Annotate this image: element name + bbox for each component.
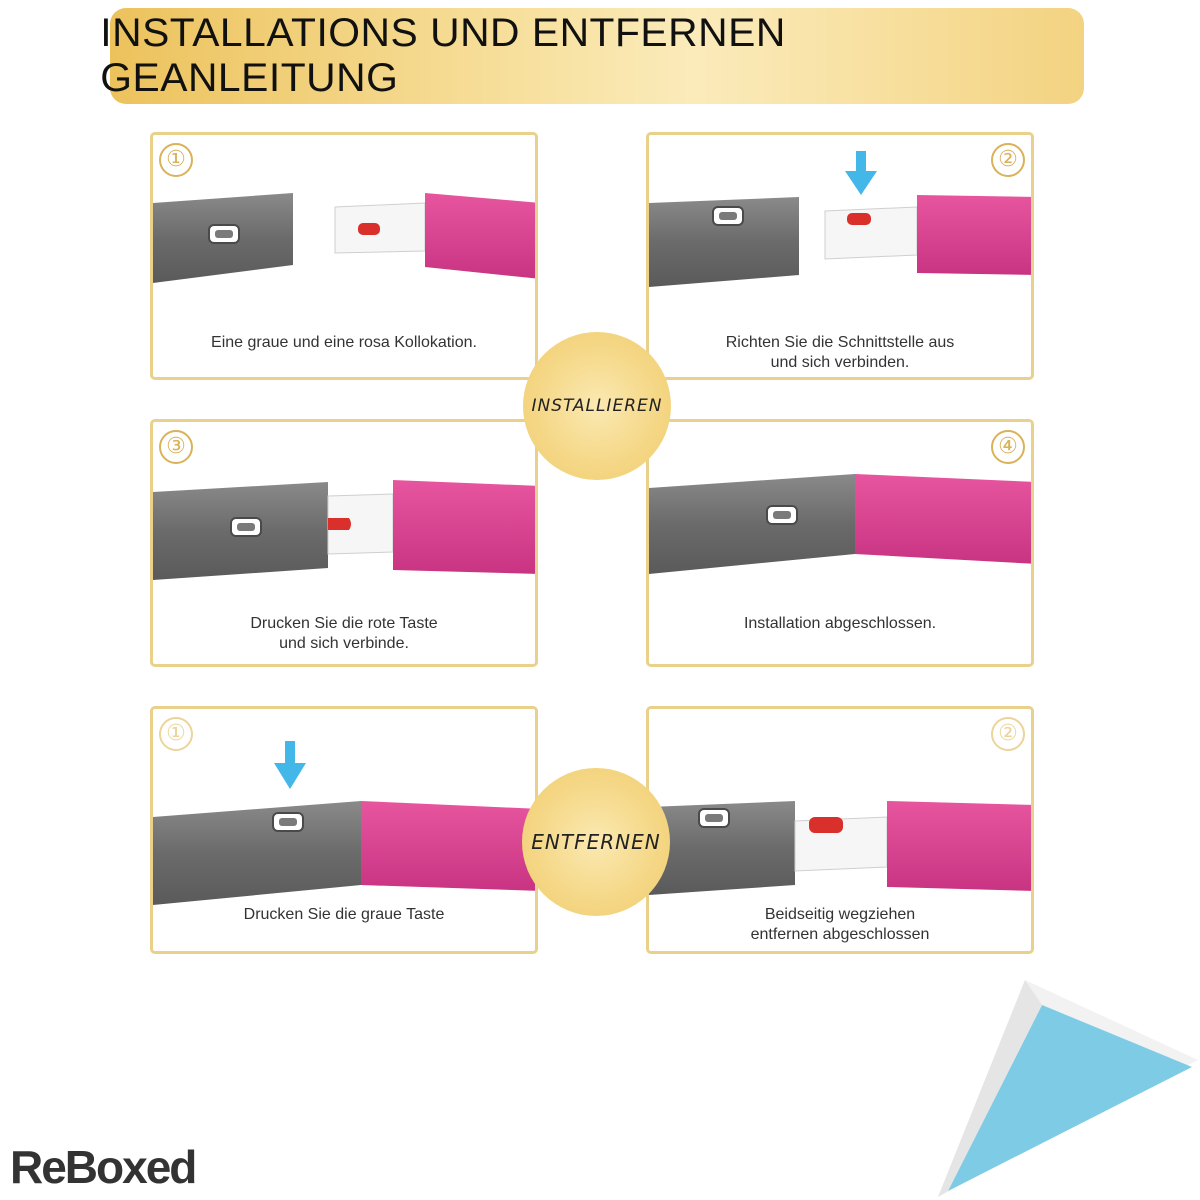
hoop-pieces-illustration bbox=[153, 193, 535, 283]
pink-segment bbox=[425, 193, 535, 279]
hoop-press-gray-illustration bbox=[153, 741, 535, 905]
install-section-badge: INSTALLIEREN bbox=[523, 332, 671, 480]
remove-step-2-panel: ② Beidseitig wegziehen entfernen abgesch… bbox=[646, 706, 1034, 954]
down-arrow-icon bbox=[274, 741, 306, 789]
remove-section-badge: ENTFERNEN bbox=[522, 768, 670, 916]
step-number-3: ③ bbox=[159, 430, 193, 464]
step-3-caption: Drucken Sie die rote Taste und sich verb… bbox=[250, 615, 438, 652]
gray-segment bbox=[649, 801, 795, 895]
down-arrow-icon bbox=[845, 151, 877, 195]
pink-segment bbox=[887, 801, 1031, 891]
pink-segment bbox=[855, 474, 1031, 564]
install-badge-label: INSTALLIEREN bbox=[531, 396, 663, 416]
hoop-align-illustration bbox=[649, 151, 1031, 287]
brand-logo: ReBoxed bbox=[10, 1141, 197, 1193]
step-2-caption: Richten Sie die Schnittstelle aus und si… bbox=[725, 334, 955, 371]
connector-tube bbox=[824, 206, 918, 260]
install-step-4-panel: ④ Installation abgeschlossen. bbox=[646, 419, 1034, 667]
step-number-2: ② bbox=[991, 143, 1025, 177]
red-button-icon bbox=[847, 213, 871, 225]
step-number-4: ④ bbox=[991, 430, 1025, 464]
install-step-2-panel: ② Richten Sie die Schnittstelle aus und … bbox=[646, 132, 1034, 380]
pink-segment bbox=[393, 480, 535, 574]
pink-segment bbox=[917, 195, 1031, 275]
remove-step-1-panel: ① Drucken Sie die graue Taste bbox=[150, 706, 538, 954]
step-number-2: ② bbox=[991, 717, 1025, 751]
remove-step-2-caption: Beidseitig wegziehen entfernen abgeschlo… bbox=[750, 906, 930, 943]
step-number-1: ① bbox=[159, 717, 193, 751]
red-button-icon bbox=[358, 223, 380, 235]
remove-step-1-caption: Drucken Sie die graue Taste bbox=[243, 906, 445, 923]
page-title: INSTALLATIONS UND ENTFERNEN GEANLEITUNG bbox=[100, 11, 786, 100]
gray-segment bbox=[649, 197, 799, 287]
title-banner: INSTALLATIONS UND ENTFERNEN GEANLEITUNG bbox=[100, 8, 1084, 104]
hoop-complete-illustration bbox=[649, 474, 1031, 574]
install-step-3-panel: ③ Drucken Sie die rote Taste und sich ve… bbox=[150, 419, 538, 667]
red-button-icon bbox=[809, 817, 843, 833]
hoop-pull-apart-illustration bbox=[649, 801, 1031, 895]
install-step-1-panel: ① Eine graue und eine rosa Kollokation. bbox=[150, 132, 538, 380]
gray-segment bbox=[153, 801, 361, 905]
red-button-icon bbox=[328, 518, 351, 530]
remove-badge-label: ENTFERNEN bbox=[531, 830, 661, 854]
step-1-caption: Eine graue und eine rosa Kollokation. bbox=[211, 334, 477, 351]
gray-segment bbox=[649, 474, 855, 574]
step-number-1: ① bbox=[159, 143, 193, 177]
page-curl-decoration bbox=[938, 980, 1198, 1197]
step-4-caption: Installation abgeschlossen. bbox=[743, 615, 937, 632]
hoop-press-red-illustration bbox=[153, 480, 535, 580]
pink-segment bbox=[361, 801, 535, 891]
